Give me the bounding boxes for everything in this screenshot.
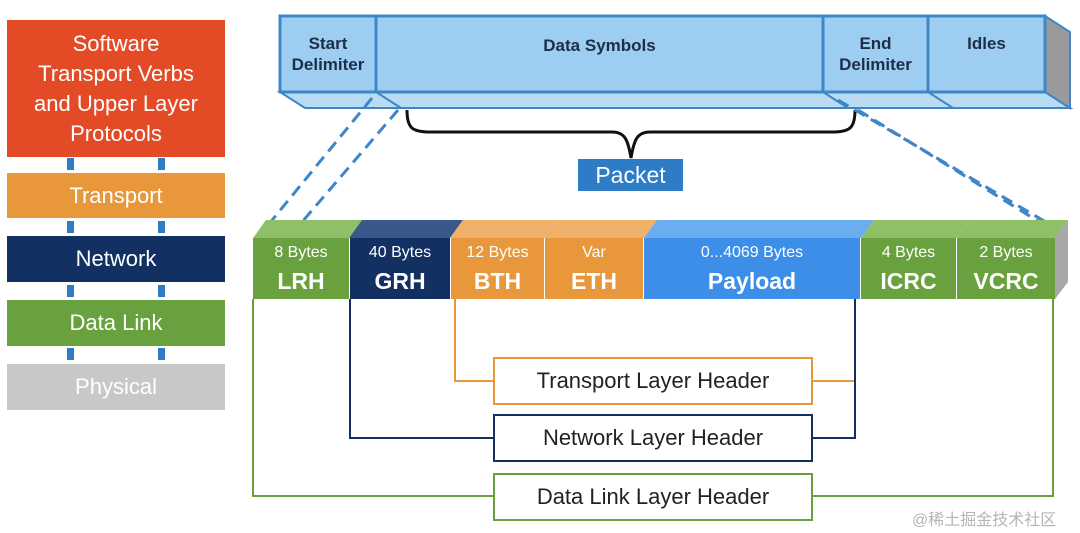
field-vcrc-name: VCRC <box>973 268 1039 294</box>
field-lrh-name: LRH <box>277 268 325 294</box>
field-eth: Var ETH <box>545 238 643 299</box>
field-lrh-size: 8 Bytes <box>274 244 328 261</box>
field-payload-name: Payload <box>707 268 797 294</box>
field-payload: 0...4069 Bytes Payload <box>644 238 860 299</box>
datalink-layer-header-box: Data Link Layer Header <box>493 473 813 521</box>
transport-layer-header-label: Transport Layer Header <box>536 368 770 393</box>
field-payload-size: 0...4069 Bytes <box>700 244 804 261</box>
field-icrc-name: ICRC <box>880 268 937 294</box>
field-grh-size: 40 Bytes <box>368 244 432 261</box>
stack-physical-layer: Physical <box>7 364 225 410</box>
wire-start-delimiter: Start Delimiter <box>291 34 365 74</box>
stack-software-label: Software Transport Verbs and Upper Layer… <box>34 30 198 146</box>
stack-datalink-layer: Data Link <box>7 300 225 346</box>
field-bth-size: 12 Bytes <box>466 244 529 261</box>
field-icrc: 4 Bytes ICRC <box>861 238 956 299</box>
watermark-text: @稀土掘金技术社区 <box>912 512 1057 529</box>
expansion-lines <box>262 97 1063 238</box>
transport-layer-header-box: Transport Layer Header <box>493 357 813 405</box>
header-brackets <box>252 299 1054 497</box>
wire-end-delimiter: End Delimiter <box>839 34 912 74</box>
stack-network-label: Network <box>75 246 157 271</box>
stack-transport-label: Transport <box>69 182 163 208</box>
network-layer-header-box: Network Layer Header <box>493 414 813 462</box>
wire-data-symbols: Data Symbols <box>543 36 656 55</box>
packet-bracket <box>405 109 857 159</box>
stack-datalink-label: Data Link <box>69 310 163 335</box>
field-vcrc-size: 2 Bytes <box>979 244 1033 261</box>
field-bth-name: BTH <box>473 268 522 294</box>
field-bevels <box>253 220 1068 299</box>
packet-label: Packet <box>578 159 683 191</box>
field-eth-name: ETH <box>571 268 617 294</box>
field-icrc-size: 4 Bytes <box>881 244 936 261</box>
network-layer-header-label: Network Layer Header <box>542 425 764 450</box>
field-grh: 40 Bytes GRH <box>350 238 450 299</box>
stack-software-layer: Software Transport Verbs and Upper Layer… <box>7 20 225 157</box>
stack-connectors <box>67 158 165 360</box>
field-grh-name: GRH <box>374 268 426 294</box>
stack-network-layer: Network <box>7 236 225 282</box>
field-bth: 12 Bytes BTH <box>451 238 544 299</box>
field-lrh: 8 Bytes LRH <box>253 238 349 299</box>
wire-frame-bar <box>276 14 1074 110</box>
datalink-layer-header-label: Data Link Layer Header <box>536 484 770 509</box>
field-vcrc: 2 Bytes VCRC <box>957 238 1055 299</box>
stack-transport-layer: Transport <box>7 173 225 218</box>
wire-idles: Idles <box>967 34 1006 53</box>
field-eth-size: Var <box>582 244 606 261</box>
stack-physical-label: Physical <box>75 374 157 399</box>
